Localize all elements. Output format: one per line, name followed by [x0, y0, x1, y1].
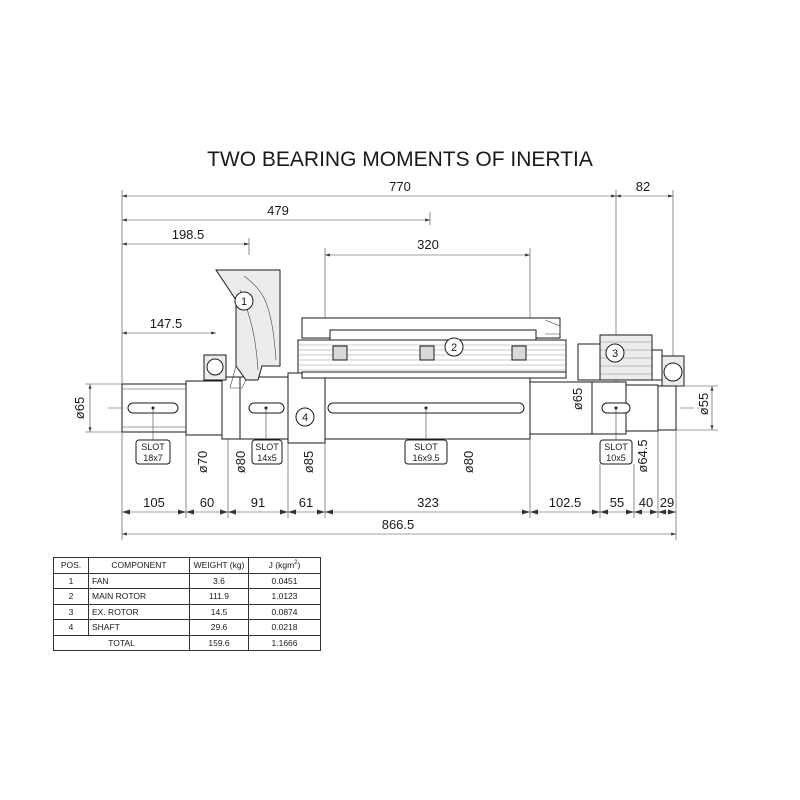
dia-70: ø70	[195, 451, 210, 473]
svg-text:16x9.5: 16x9.5	[412, 453, 439, 463]
components-table: POS. COMPONENT WEIGHT (kg) J (kgm2) 1 FA…	[53, 557, 321, 651]
dia-65-left: ø65	[72, 397, 87, 419]
svg-text:10x5: 10x5	[606, 453, 626, 463]
table-total-row: TOTAL 159.6 1.1666	[53, 634, 321, 651]
col-j: J (kgm2)	[248, 557, 321, 574]
shaft-assembly	[108, 269, 700, 444]
balloon-1	[234, 291, 254, 311]
svg-text:18x7: 18x7	[143, 453, 163, 463]
dia-80-right: ø80	[461, 451, 476, 473]
dia-64-5: ø64.5	[635, 439, 650, 472]
dia-80-left: ø80	[233, 451, 248, 473]
dim-61: 61	[299, 495, 313, 510]
dim-479: 479	[267, 203, 289, 218]
top-dimensions: 770 82 479 198.5 320 147.5	[121, 179, 674, 392]
dim-40: 40	[639, 495, 653, 510]
rotor-bolt-1	[332, 345, 348, 361]
dim-770: 770	[389, 179, 411, 194]
shaft-end-right	[657, 385, 677, 431]
table-row: 2 MAIN ROTOR 111.9 1.0123	[53, 588, 321, 605]
drawing-title: TWO BEARING MOMENTS OF INERTIA	[207, 148, 593, 171]
table-row: 3 EX. ROTOR 14.5 0.0874	[53, 603, 321, 620]
balloon-1-label: 1	[241, 296, 247, 308]
rotor-bolt-2	[419, 345, 435, 361]
slot-2-box	[251, 439, 283, 465]
dim-82: 82	[636, 179, 650, 194]
dim-60: 60	[200, 495, 214, 510]
svg-text:SLOT: SLOT	[141, 442, 165, 452]
slot-1-box	[135, 439, 171, 465]
dim-102-5: 102.5	[549, 495, 582, 510]
dim-91: 91	[251, 495, 265, 510]
balloon-2	[444, 337, 464, 357]
slot-3-box	[404, 439, 448, 465]
bottom-dimensions: 105 60 91 61 323 102.5 55 40 29 866.5	[121, 430, 677, 540]
dim-320: 320	[417, 237, 439, 252]
col-weight: WEIGHT (kg)	[189, 557, 249, 574]
dia-55: ø55	[696, 393, 711, 415]
table-header-row: POS. COMPONENT WEIGHT (kg) J (kgm2)	[53, 557, 321, 574]
slot-labels: SLOT 18x7 SLOT 14x5 SLOT 16x9.5 SLOT 10x…	[135, 408, 633, 465]
dim-105: 105	[143, 495, 165, 510]
diameter-labels: ø65 ø70 ø80 ø85 ø80 ø65 ø64.5 ø55	[72, 383, 718, 473]
col-pos: POS.	[53, 557, 89, 574]
balloon-3-label: 3	[612, 348, 618, 360]
balloon-3	[605, 343, 625, 363]
dim-55: 55	[610, 495, 624, 510]
dim-29: 29	[660, 495, 674, 510]
dia-65-right: ø65	[570, 388, 585, 410]
rotor-bolt-3	[511, 345, 527, 361]
dim-866-5: 866.5	[382, 517, 415, 532]
slot-4-box	[599, 439, 633, 465]
dim-323: 323	[417, 495, 439, 510]
table-row: 1 FAN 3.6 0.0451	[53, 572, 321, 589]
balloons: 1 2 3 4	[234, 291, 625, 427]
dim-147-5: 147.5	[150, 316, 183, 331]
dim-198-5: 198.5	[172, 227, 205, 242]
balloon-2-label: 2	[451, 342, 457, 354]
balloon-4	[295, 407, 315, 427]
svg-text:SLOT: SLOT	[255, 442, 279, 452]
balloon-4-label: 4	[302, 412, 308, 424]
svg-text:14x5: 14x5	[257, 453, 277, 463]
col-component: COMPONENT	[88, 557, 190, 574]
dia-85: ø85	[301, 451, 316, 473]
table-row: 4 SHAFT 29.6 0.0218	[53, 619, 321, 636]
svg-text:SLOT: SLOT	[604, 442, 628, 452]
svg-text:SLOT: SLOT	[414, 442, 438, 452]
